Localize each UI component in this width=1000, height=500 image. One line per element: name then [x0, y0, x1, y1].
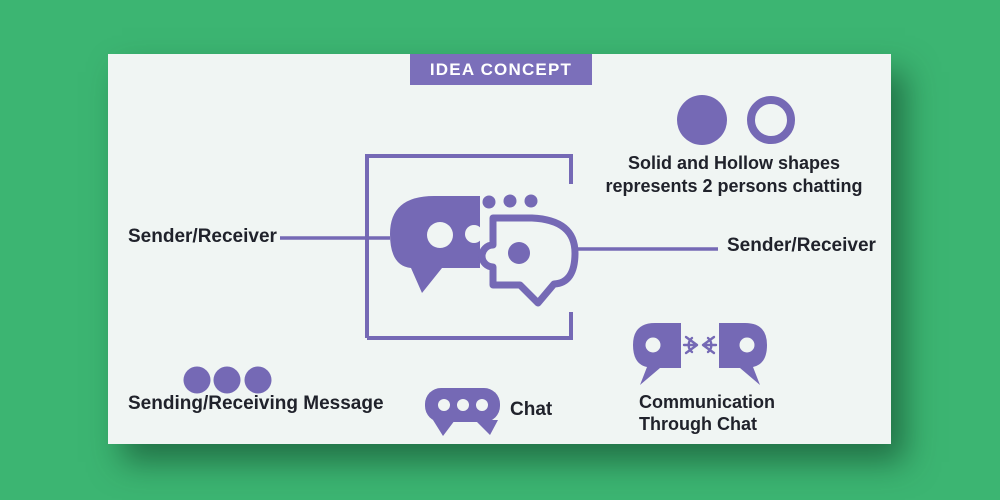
hollow-bubble-eye: [508, 242, 530, 264]
typing-dots-icon: [482, 194, 538, 209]
page-title: IDEA CONCEPT: [429, 59, 573, 79]
label-solid-hollow-line2: represents 2 persons chatting: [605, 176, 863, 196]
right-talk-bubble-eye: [739, 337, 755, 353]
hollow-chat-bubble-icon: [478, 214, 579, 307]
diagram-graphics: [183, 95, 795, 436]
label-sender-receiver-left: Sender/Receiver: [128, 226, 277, 247]
label-chat: Chat: [510, 399, 553, 420]
label-sending-receiving-message: Sending/Receiving Message: [128, 393, 384, 414]
label-sender-receiver-right: Sender/Receiver: [727, 235, 876, 256]
solid-circle-icon: [677, 95, 727, 145]
solid-chat-bubble-icon: [390, 196, 483, 293]
left-talk-bubble-eye: [645, 337, 661, 353]
label-communication-through-chat: Communication Through Chat: [639, 391, 775, 435]
frame-square: [365, 154, 573, 340]
communication-bubbles-icon: [633, 323, 767, 385]
puzzle-notch: [465, 225, 483, 243]
hollow-circle-icon: [747, 96, 795, 144]
chat-bubble-icon: [425, 388, 500, 436]
label-solid-hollow-line1: Solid and Hollow shapes: [627, 153, 841, 173]
label-solid-hollow-shapes: Solid and Hollow shapes represents 2 per…: [595, 152, 873, 198]
message-dots-icon: [183, 366, 272, 394]
solid-bubble-eye: [427, 222, 453, 248]
title-banner: IDEA CONCEPT: [410, 54, 592, 85]
infographic-card: IDEA CONCEPT Sender/Receiver Sender/Rece…: [108, 54, 891, 444]
label-communication-line2: Through Chat: [639, 414, 757, 434]
frame-and-connector-lines: [280, 154, 718, 340]
speech-burst-icons: [682, 335, 718, 355]
label-communication-line1: Communication: [639, 392, 776, 412]
